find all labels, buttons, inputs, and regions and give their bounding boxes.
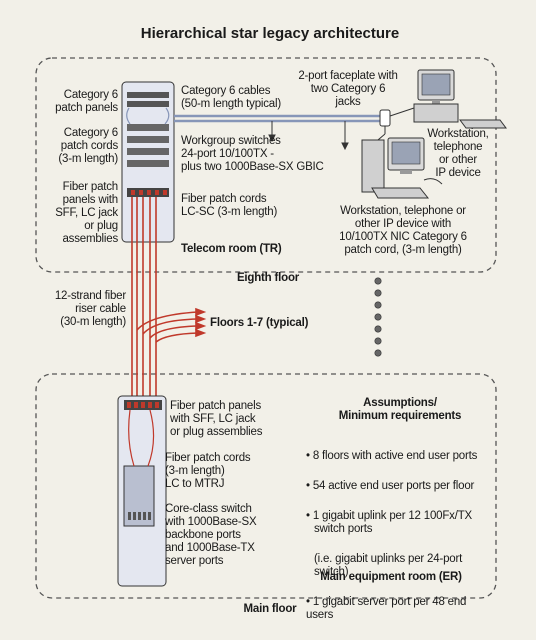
workstation-icon-1 <box>413 69 507 129</box>
label-er-fiber-patch-panels: Fiber patch panels with SFF, LC jack or … <box>170 400 263 438</box>
floor-ellipsis-dots <box>374 277 382 357</box>
workgroup-switch-4 <box>127 160 169 167</box>
label-faceplate: 2-port faceplate with two Category 6 jac… <box>298 70 398 108</box>
label-main-floor: Main floor <box>243 603 297 615</box>
diagram-title: Hierarchical star legacy architecture <box>140 25 400 42</box>
label-er-fiber-patch-cords: Fiber patch cords (3-m length) LC to MTR… <box>165 452 251 490</box>
assumption-item: • 8 floors with active end user ports <box>306 450 478 462</box>
assumption-item: • 54 active end user ports per floor <box>306 480 475 492</box>
label-cat6-patch-panels: Category 6 patch panels <box>55 89 118 114</box>
eighth-floor-boundary <box>35 57 497 273</box>
assumption-item: • 1 gigabit server port per 48 end users <box>306 596 467 621</box>
workgroup-switch-3 <box>127 148 169 155</box>
label-workgroup-switches: Workgroup switches 24-port 10/100TX - pl… <box>181 135 324 173</box>
assumption-item: (i.e. gigabit uplinks per 24-port switch… <box>314 553 463 578</box>
category6-cables <box>174 114 384 123</box>
label-workstation-1: Workstation, telephone or other IP devic… <box>427 128 489 179</box>
main-floor-boundary <box>35 373 497 599</box>
label-telecom-room: Telecom room (TR) <box>181 243 282 255</box>
workgroup-switch-2 <box>127 136 169 143</box>
assumption-item: • 1 gigabit uplink per 12 100Fx/TX switc… <box>306 510 472 535</box>
label-cat6-patch-cords: Category 6 patch cords (3-m length) <box>58 127 118 165</box>
label-eighth-floor: Eighth floor <box>236 272 300 284</box>
copper-patch-cords <box>126 107 170 125</box>
label-workstation-2: Workstation, telephone or other IP devic… <box>339 205 467 256</box>
fiber-riser-cable <box>131 197 157 398</box>
er-fiber-ports <box>127 402 159 408</box>
label-core-switch: Core-class switch with 1000Base-SX backb… <box>165 503 257 567</box>
cable-drop-arrows <box>268 121 349 151</box>
cat6-patch-panel-1 <box>127 92 169 98</box>
assumptions-list: • 8 floors with active end user ports • … <box>306 437 494 635</box>
label-main-equipment-room: Main equipment room (ER) <box>320 571 462 583</box>
label-riser-cable: 12-strand fiber riser cable (30-m length… <box>54 290 126 328</box>
label-cat6-cables: Category 6 cables (50-m length typical) <box>181 85 281 110</box>
faceplate-icon <box>379 109 391 127</box>
workgroup-switch-1 <box>127 124 169 131</box>
label-floors-1-7: Floors 1-7 (typical) <box>210 317 309 329</box>
label-tr-fiber-patch-cords: Fiber patch cords LC-SC (3-m length) <box>181 193 278 218</box>
label-tr-fiber-patch-panels: Fiber patch panels with SFF, LC jack or … <box>55 181 118 245</box>
er-fiber-patch-cords <box>128 409 155 467</box>
tr-fiber-ports <box>131 190 167 195</box>
workstation-icon-2 <box>361 137 443 199</box>
floor-branches <box>136 307 207 343</box>
core-switch-ports <box>128 512 151 520</box>
cat6-patch-panel-2 <box>127 101 169 107</box>
assumptions-title: Assumptions/ Minimum requirements <box>338 397 462 422</box>
